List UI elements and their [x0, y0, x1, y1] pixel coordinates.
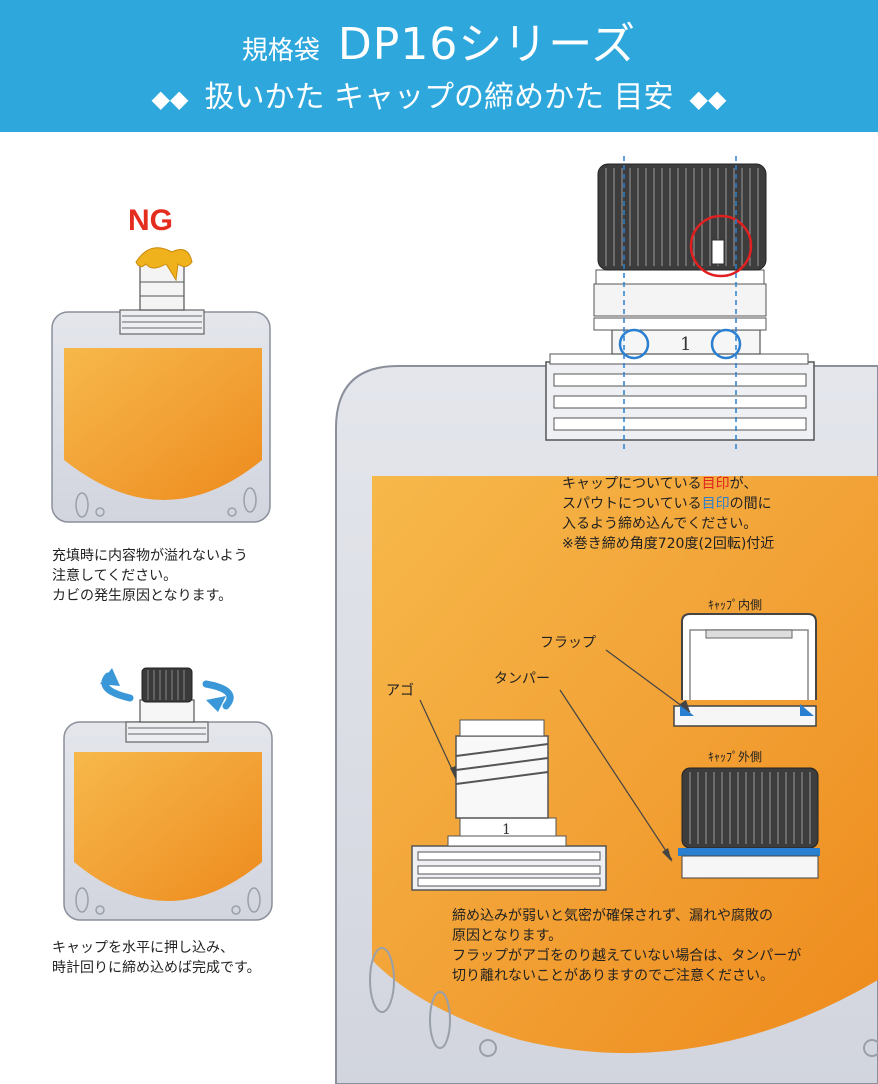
note-complete: キャップを水平に押し込み、 時計回りに締め込めば完成です。 — [52, 940, 261, 976]
instruction-line-3: 入るよう締め込んでください。 — [562, 516, 758, 532]
instruction-line-4: ※巻き締め角度720度(2回転)付近 — [562, 536, 775, 552]
spout-mark-left — [618, 328, 650, 360]
mark-word-blue: 目印 — [701, 496, 730, 512]
page-title: 規格袋 DP16シリーズ — [0, 8, 878, 72]
spout-detail-number: 1 — [502, 822, 511, 838]
title-main: DP16シリーズ — [337, 19, 637, 70]
spout-mark-right — [710, 328, 742, 360]
label-cap-inner: ｷｬｯﾌﾟ内側 — [708, 598, 763, 612]
spout-diagram: 1 — [411, 719, 607, 891]
cap-mark — [711, 239, 725, 265]
subtitle-text: 扱いかた キャップの締めかた 目安 — [204, 80, 674, 115]
pouch-ok — [63, 667, 273, 921]
label-cap-outer: ｷｬｯﾌﾟ外側 — [708, 750, 763, 764]
instruction-block: キャップについている目印が、 スパウトについている目印の間に 入るよう締め込んで… — [562, 474, 774, 554]
cap-mark-circle — [689, 214, 753, 278]
label-flap: フラップ — [540, 635, 596, 651]
ng-label: NG — [128, 204, 173, 237]
pouch-large: 1 — [335, 156, 878, 1084]
spout-number: 1 — [680, 334, 691, 355]
diamond-icon-right: ◆◆ — [689, 85, 727, 113]
instruction-line-2: スパウトについている目印の間に — [562, 496, 772, 512]
diamond-icon-left: ◆◆ — [151, 85, 189, 113]
page-subtitle: ◆◆ 扱いかた キャップの締めかた 目安 ◆◆ — [0, 72, 878, 116]
instruction-line-1: キャップについている目印が、 — [562, 476, 758, 492]
title-prefix: 規格袋 — [241, 36, 320, 66]
cap-outer-diagram — [678, 767, 820, 879]
note-overflow: 充填時に内容物が溢れないよう 注意してください。 カビの発生原因となります。 — [52, 548, 248, 604]
warning-text: 締め込みが弱いと気密が確保されず、漏れや腐敗の 原因となります。 フラップがアゴ… — [452, 908, 802, 984]
illustration: 1 — [51, 156, 878, 1084]
label-ago: アゴ — [386, 683, 414, 699]
pouch-ng — [51, 247, 271, 523]
mark-word-red: 目印 — [701, 476, 730, 492]
cap-inner-diagram — [673, 613, 817, 727]
label-tamper: タンパー — [494, 671, 550, 687]
header-banner: 規格袋 DP16シリーズ ◆◆ 扱いかた キャップの締めかた 目安 ◆◆ — [0, 0, 878, 132]
